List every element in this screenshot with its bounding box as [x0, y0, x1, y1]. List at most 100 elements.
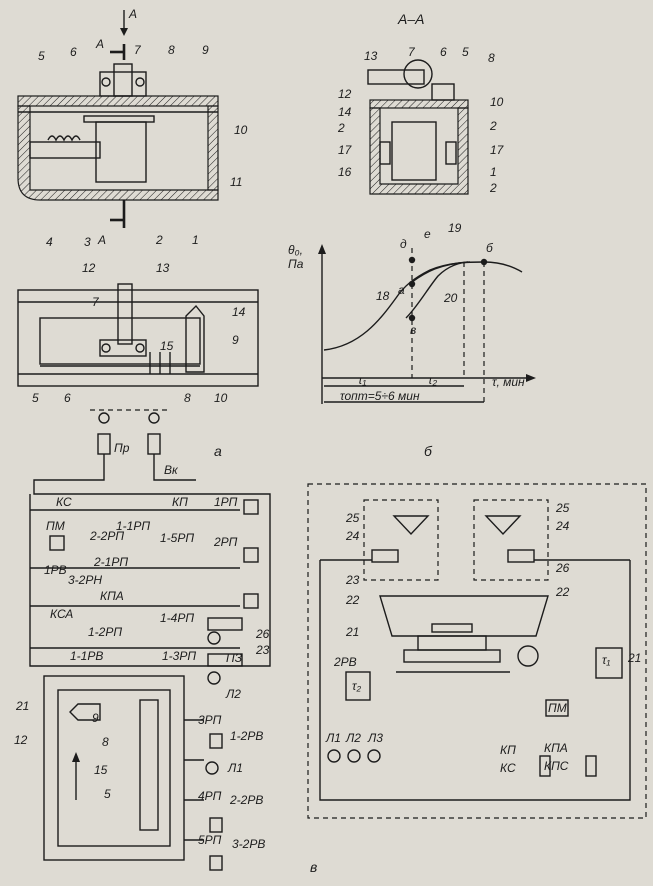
- x-axis-label: τ, мин: [492, 375, 525, 389]
- callout-12b: 12: [82, 261, 96, 275]
- caption-b: б: [424, 443, 433, 459]
- label-25a: 25: [345, 511, 360, 525]
- callout-16s: 16: [338, 165, 352, 179]
- label-3-2rv: 3-2РВ: [232, 837, 265, 851]
- label-l3r: Л3: [367, 731, 383, 745]
- callout-2s-a: 2: [337, 121, 345, 135]
- label-21r-b: 21: [627, 651, 641, 665]
- section-arrow-label: A: [128, 7, 137, 21]
- label-23: 23: [255, 643, 270, 657]
- label-12: 12: [14, 733, 28, 747]
- label-kps-r: КПС: [544, 759, 569, 773]
- curve-20-label: 20: [443, 291, 458, 305]
- label-15: 15: [94, 763, 108, 777]
- section-aa-title: А–А: [397, 11, 424, 27]
- label-2rp: 2РП: [213, 535, 238, 549]
- callout-8s: 8: [488, 51, 495, 65]
- callout-17s-a: 17: [338, 143, 353, 157]
- callout-13b: 13: [156, 261, 170, 275]
- fig-b-graph: θ₀, Па д е а в б 19 18 20 τ₁ τ₂ τ, мин τ…: [288, 221, 536, 459]
- fig-a-cross-section: A A A 5 6 7 8 9 10 11 4 3 2 1: [17, 7, 248, 249]
- callout-5: 5: [38, 49, 45, 63]
- callout-11: 11: [230, 175, 242, 189]
- caption-a: а: [214, 443, 222, 459]
- callout-3: 3: [84, 235, 91, 249]
- callout-10s: 10: [490, 95, 504, 109]
- callout-13s: 13: [364, 49, 378, 63]
- section-cut-bottom-label: A: [97, 233, 106, 247]
- callout-6s: 6: [440, 45, 447, 59]
- label-1rp: 1РП: [214, 495, 238, 509]
- label-1-2rv: 1-2РВ: [230, 729, 263, 743]
- label-5rp: 5РП: [198, 833, 222, 847]
- label-26: 26: [255, 627, 270, 641]
- caption-v: в: [310, 859, 317, 875]
- point-v-label: в: [410, 323, 416, 337]
- callout-2: 2: [155, 233, 163, 247]
- point-d-label: д: [400, 237, 407, 251]
- callout-15b: 15: [160, 339, 174, 353]
- label-kpa-r: КПА: [544, 741, 568, 755]
- label-1-1rv: 1-1РВ: [70, 649, 103, 663]
- callout-4: 4: [46, 235, 53, 249]
- callout-9b: 9: [232, 333, 239, 347]
- fig-v-circuit-right: 25 25 24 24 23 26 22 22 21 2РВ τ₂ τ₁ 21 …: [307, 483, 647, 875]
- label-2rv: 2РВ: [333, 655, 357, 669]
- label-1-3rp: 1-3РП: [162, 649, 196, 663]
- label-l2: Л2: [225, 687, 241, 701]
- label-25b: 25: [555, 501, 570, 515]
- callout-2s-c: 2: [489, 181, 497, 195]
- callout-10: 10: [234, 123, 248, 137]
- callout-6: 6: [70, 45, 77, 59]
- label-2-2rv: 2-2РВ: [229, 793, 263, 807]
- callout-7s: 7: [408, 45, 416, 59]
- label-5: 5: [104, 787, 111, 801]
- y-axis-label-1: θ₀,: [288, 243, 303, 257]
- point-e-label: е: [424, 227, 431, 241]
- callout-7b: 7: [92, 295, 100, 309]
- label-26r: 26: [555, 561, 570, 575]
- callout-7: 7: [134, 43, 142, 57]
- label-9: 9: [92, 711, 99, 725]
- label-3-2rn: 3-2РН: [68, 573, 102, 587]
- label-21r-a: 21: [345, 625, 359, 639]
- point-a-label: а: [398, 283, 405, 297]
- label-tau2-relay: τ₂: [352, 679, 361, 693]
- fig-v-circuit-left: Пр Вк КС КП 1РП ПМ 2-2РП 1-1РП 1-5РП 2РП…: [14, 409, 271, 871]
- label-l1r: Л1: [325, 731, 341, 745]
- callout-5s: 5: [462, 45, 469, 59]
- label-l1: Л1: [227, 761, 243, 775]
- tau2-label: τ₂: [428, 373, 437, 387]
- fig-a-plan-view: 7 12 13 14 9 15 5 6 8 10 а: [17, 261, 259, 459]
- supply-vk-label: Вк: [164, 463, 179, 477]
- tau-opt-label: τопт=5÷6 мин: [340, 389, 420, 403]
- label-2-2rp: 2-2РП: [89, 529, 124, 543]
- label-8: 8: [102, 735, 109, 749]
- label-2-1rp: 2-1РП: [93, 555, 128, 569]
- label-ksa: КСА: [50, 607, 73, 621]
- supply-pr-label: Пр: [114, 441, 130, 455]
- label-ks-r: КС: [500, 761, 516, 775]
- y-axis-label-2: Па: [288, 257, 304, 271]
- label-22b: 22: [555, 585, 570, 599]
- callout-5b: 5: [32, 391, 39, 405]
- label-pm: ПМ: [46, 519, 65, 533]
- callout-10b: 10: [214, 391, 228, 405]
- fig-section-aa: А–А 13 7 6 5 8 12 14 2 10 2 17 17 16 1 2: [337, 11, 505, 195]
- label-pz: ПЗ: [226, 651, 243, 665]
- label-1-4rp: 1-4РП: [160, 611, 194, 625]
- label-kp: КП: [172, 495, 188, 509]
- callout-14s: 14: [338, 105, 352, 119]
- callout-8: 8: [168, 43, 175, 57]
- label-21: 21: [15, 699, 29, 713]
- point-b-label: б: [486, 241, 494, 255]
- callout-6b: 6: [64, 391, 71, 405]
- label-1-5rp: 1-5РП: [160, 531, 194, 545]
- label-tau1-relay: τ₁: [602, 653, 610, 667]
- label-4rp: 4РП: [198, 789, 222, 803]
- label-kpa: КПА: [100, 589, 124, 603]
- label-24a: 24: [345, 529, 360, 543]
- label-1-1rp: 1-1РП: [116, 519, 150, 533]
